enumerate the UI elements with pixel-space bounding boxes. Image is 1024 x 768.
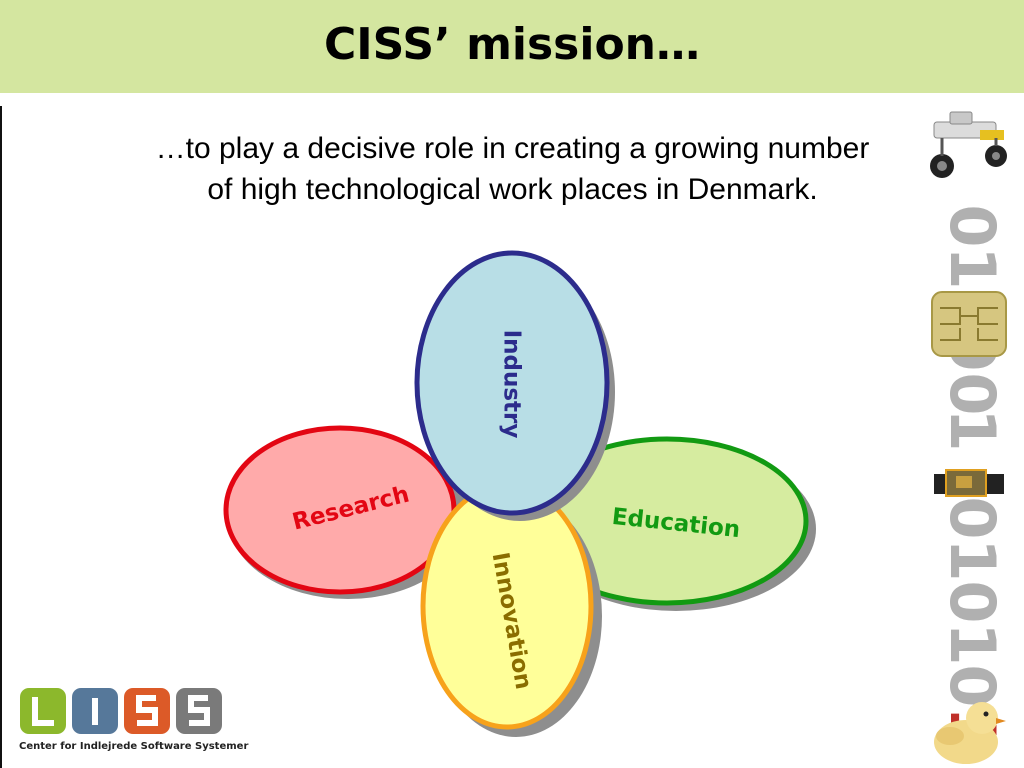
mission-flower-diagram: Research Education Innovation Industry bbox=[223, 250, 816, 737]
logo-tile-s1 bbox=[124, 688, 170, 734]
binary-digit: 1 bbox=[936, 408, 1009, 451]
binary-digit: 1 bbox=[936, 538, 1009, 581]
binary-digit: 0 bbox=[936, 204, 1009, 247]
chick-icon bbox=[934, 702, 1006, 764]
binary-digit: 0 bbox=[936, 664, 1009, 707]
binary-digit: 1 bbox=[936, 246, 1009, 289]
binary-digit: 1 bbox=[936, 622, 1009, 665]
circuit-board-icon bbox=[934, 469, 1004, 497]
slide-title: CISS’ mission… bbox=[323, 19, 701, 70]
petal-industry-label: Industry bbox=[499, 330, 525, 439]
binary-side-strip: 01001010101 bbox=[930, 111, 1009, 764]
binary-digit: 0 bbox=[936, 372, 1009, 415]
petal-education: Education bbox=[525, 436, 816, 611]
petal-innovation: Innovation bbox=[420, 482, 602, 737]
mission-text: …to play a decisive role in creating a g… bbox=[155, 132, 870, 206]
robot-vehicle-icon bbox=[930, 111, 1007, 178]
petal-industry: Industry bbox=[414, 250, 615, 521]
smart-chip-icon bbox=[931, 291, 1007, 357]
logo-tile-s2 bbox=[176, 688, 222, 734]
binary-digit: 0 bbox=[936, 580, 1009, 623]
binary-digit: 0 bbox=[936, 496, 1009, 539]
petal-industry-shape bbox=[414, 250, 610, 516]
title-bar: CISS’ mission… bbox=[0, 0, 1024, 93]
logo-tile-c bbox=[20, 688, 66, 734]
logo-tile-i bbox=[72, 688, 118, 734]
left-divider bbox=[0, 106, 2, 768]
petal-research: Research bbox=[223, 425, 468, 599]
logo-caption: Center for Indlejrede Software Systemer bbox=[19, 741, 249, 752]
binary-digits: 01001010101 bbox=[936, 204, 1009, 749]
